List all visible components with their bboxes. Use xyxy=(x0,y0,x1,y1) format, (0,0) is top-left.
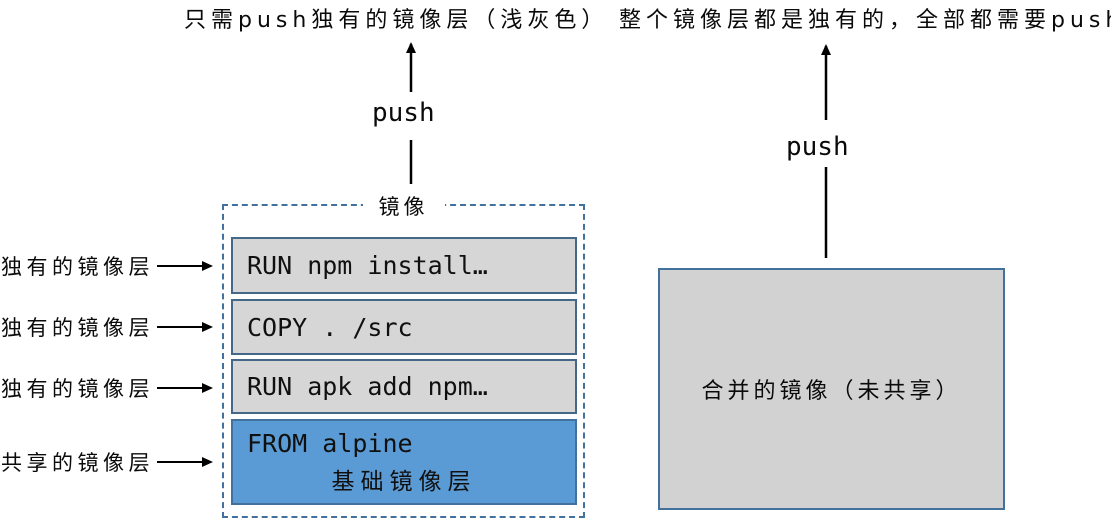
merged-image-label: 合并的镜像（未共享） xyxy=(701,379,962,404)
caption-merged-layers: 整个镜像层都是独有的，全部都需要push xyxy=(619,8,1111,33)
caption-unique-layers: 只需push独有的镜像层（浅灰色） xyxy=(184,8,609,33)
side-label-unique-1: 独有的镜像层 xyxy=(1,255,154,279)
side-label-unique-3: 独有的镜像层 xyxy=(1,377,154,401)
layer-run-npm-install: RUN npm install… xyxy=(231,237,577,294)
image-dashed-container: 镜像 xyxy=(222,191,585,518)
layer-text: FROM alpine xyxy=(247,428,413,458)
side-label-unique-2: 独有的镜像层 xyxy=(1,316,154,340)
image-container-title: 镜像 xyxy=(362,191,445,221)
layer-text: RUN npm install… xyxy=(247,251,488,280)
merged-image-box: 合并的镜像（未共享） xyxy=(658,268,1005,510)
layer-from-alpine-base: FROM alpine 基础镜像层 xyxy=(231,419,577,505)
layer-run-apk-add: RUN apk add npm… xyxy=(231,359,577,414)
layer-text: RUN apk add npm… xyxy=(247,372,488,401)
push-label-right: push xyxy=(786,132,849,162)
layer-copy-src: COPY . /src xyxy=(231,299,577,355)
side-label-shared: 共享的镜像层 xyxy=(1,451,154,475)
push-label-left: push xyxy=(372,98,435,128)
base-layer-sublabel: 基础镜像层 xyxy=(331,468,477,495)
layer-text: COPY . /src xyxy=(247,312,413,342)
